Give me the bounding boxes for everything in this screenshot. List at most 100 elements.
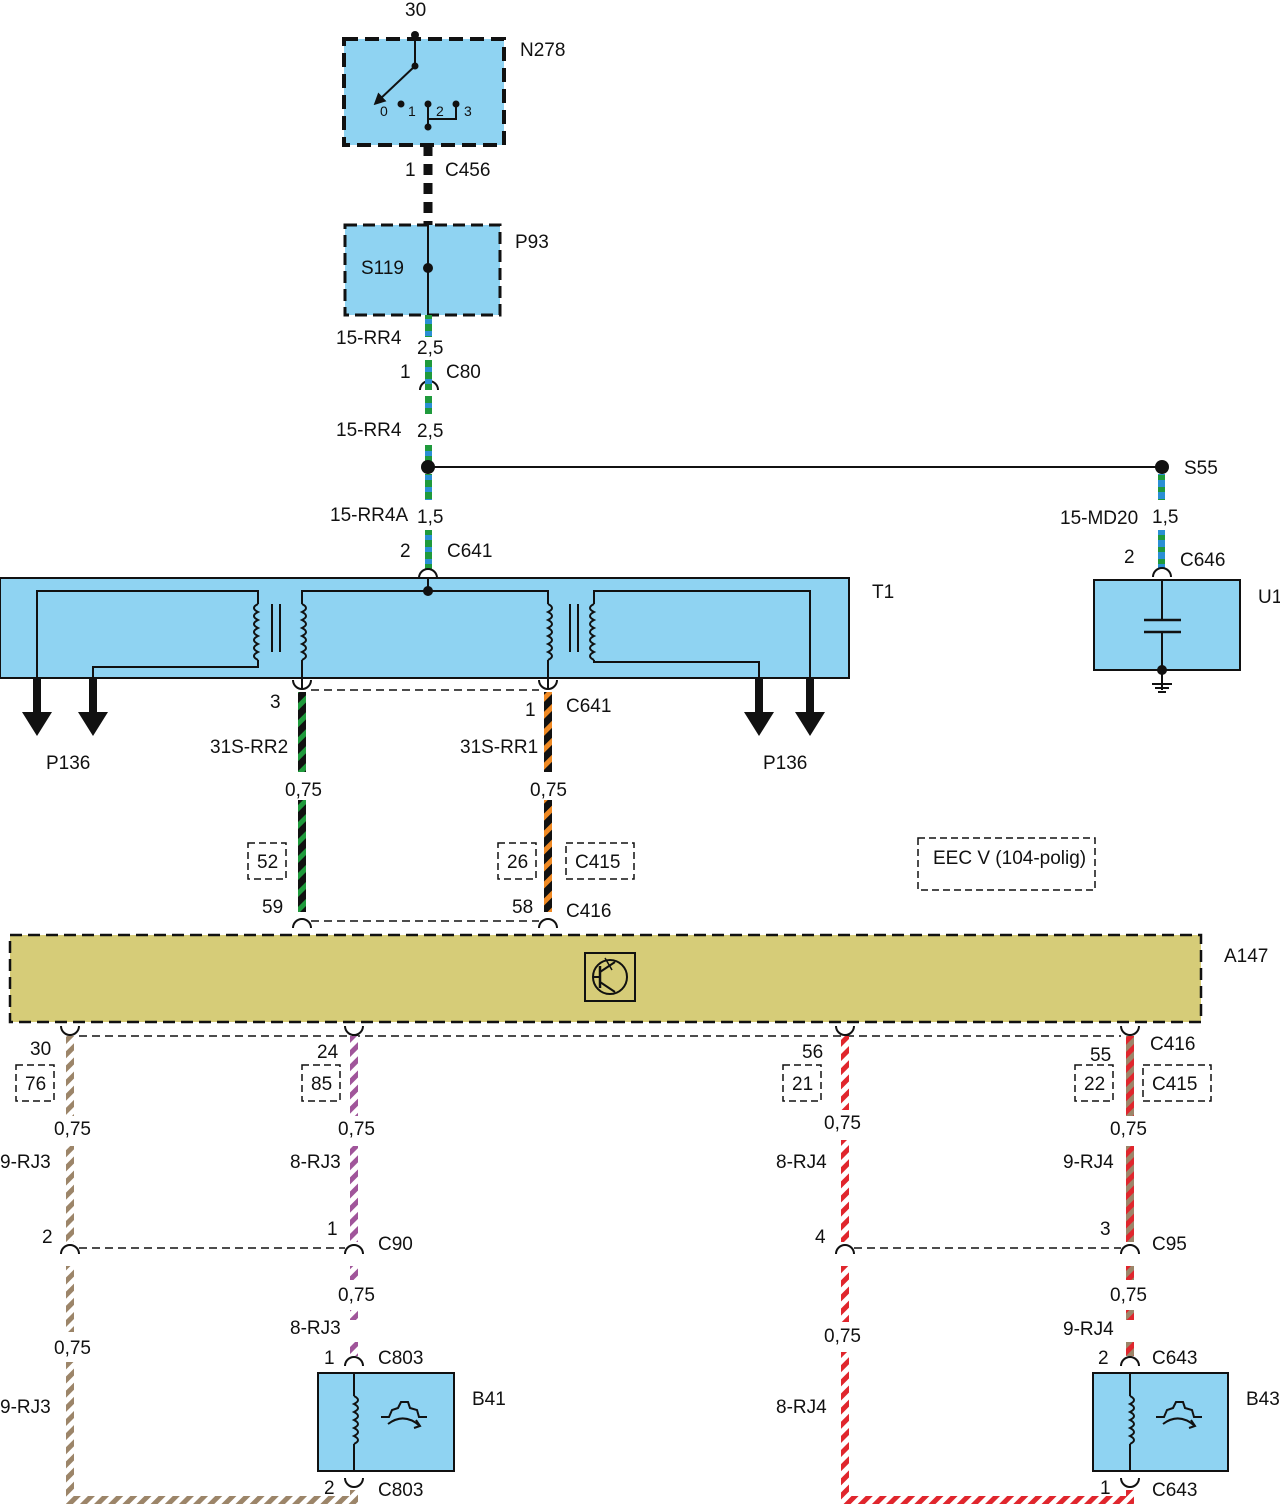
c416-pin56: 56 bbox=[802, 1042, 823, 1063]
wire-9-rj3-c bbox=[66, 1266, 74, 1332]
p93-inner-label: S119 bbox=[361, 258, 404, 279]
switch-pos-0: 0 bbox=[380, 103, 388, 119]
wire-31s-rr1-label: 31S-RR1 bbox=[460, 737, 538, 758]
c416-pin24: 24 bbox=[317, 1042, 339, 1063]
component-u1: U1 bbox=[1093, 579, 1280, 693]
component-b41: B41 bbox=[317, 1356, 506, 1488]
wire-15-rr4-label-b: 15-RR4 bbox=[336, 420, 402, 441]
c641-top-label: C641 bbox=[447, 541, 492, 562]
c90-pin1: 1 bbox=[327, 1219, 338, 1240]
c90-pin1-connector bbox=[344, 1244, 364, 1255]
ref-52-text: 52 bbox=[257, 852, 278, 873]
ref-c415-bottom-text: C415 bbox=[1152, 1074, 1197, 1095]
wire-15-md20-label: 15-MD20 bbox=[1060, 508, 1138, 529]
ref-21-text: 21 bbox=[792, 1074, 813, 1095]
ref-box-26: 26 bbox=[497, 842, 537, 880]
c416-pin59-connector bbox=[292, 918, 312, 929]
wire-9-rj3-f bbox=[350, 1490, 358, 1504]
transistor-icon bbox=[584, 952, 636, 1002]
ref-76-text: 76 bbox=[25, 1074, 46, 1095]
wire-9-rj3-size-b: 0,75 bbox=[54, 1338, 91, 1359]
wire-15-rr4a-size: 1,5 bbox=[417, 507, 443, 528]
c803-pin1: 1 bbox=[324, 1348, 335, 1369]
component-p93: S119 P93 bbox=[343, 223, 549, 317]
ref-box-85: 85 bbox=[301, 1064, 341, 1102]
c95-pin4-connector bbox=[835, 1244, 855, 1255]
c803-pin1-connector bbox=[344, 1356, 364, 1367]
c95-pin3-connector bbox=[1120, 1244, 1140, 1255]
wire-15-rr4a bbox=[425, 474, 432, 500]
a147-label: A147 bbox=[1224, 946, 1268, 967]
ref-box-c415-bottom: C415 bbox=[1142, 1064, 1212, 1102]
wire-9-rj3-e bbox=[66, 1496, 358, 1504]
c416-pin55-connector bbox=[1120, 1025, 1140, 1036]
wire-8-rj3-size-a: 0,75 bbox=[338, 1119, 375, 1140]
c95-pin3: 3 bbox=[1100, 1219, 1111, 1240]
c416-pin30: 30 bbox=[30, 1039, 51, 1060]
ref-22-text: 22 bbox=[1084, 1074, 1105, 1095]
wire-9-rj4-d bbox=[1126, 1310, 1134, 1320]
wire-15-md20-b bbox=[1158, 530, 1165, 568]
wire-9-rj3-b bbox=[66, 1146, 74, 1242]
n278-label: N278 bbox=[520, 40, 565, 61]
c803-pin2-connector bbox=[344, 1477, 364, 1488]
wire-31s-rr2-a bbox=[298, 692, 306, 772]
c95-pin4: 4 bbox=[815, 1227, 826, 1248]
n278-pin-label: 30 bbox=[405, 0, 426, 21]
wire-8-rj3-e bbox=[350, 1342, 358, 1356]
c416-pin58: 58 bbox=[512, 897, 533, 918]
wire-9-rj4-e bbox=[1126, 1342, 1134, 1356]
c643-bottom-label: C643 bbox=[1152, 1480, 1197, 1501]
wire-9-rj3-d bbox=[66, 1362, 74, 1496]
switch-pos-2: 2 bbox=[436, 103, 444, 119]
c641-pin3-connector bbox=[292, 679, 312, 690]
c803-top-label: C803 bbox=[378, 1348, 423, 1369]
wire-8-rj3-label-a: 8-RJ3 bbox=[290, 1152, 341, 1173]
wire-15-rr4-size-b: 2,5 bbox=[417, 421, 443, 442]
ref-box-76: 76 bbox=[15, 1064, 55, 1102]
c641-pin1-label: 1 bbox=[525, 700, 536, 721]
wire-8-rj3-c bbox=[350, 1266, 358, 1280]
wire-8-rj4-e bbox=[841, 1496, 1133, 1504]
wire-31s-rr2-size: 0,75 bbox=[285, 780, 322, 801]
c643-pin2-connector bbox=[1120, 1356, 1140, 1367]
wire-9-rj3-label-a: 9-RJ3 bbox=[0, 1152, 51, 1173]
switch-contact-1 bbox=[397, 100, 405, 108]
wire-8-rj4-f bbox=[1126, 1490, 1134, 1504]
ground-p136-right: P136 bbox=[763, 753, 807, 774]
wire-15-rr4a-label: 15-RR4A bbox=[330, 505, 408, 526]
wire-9-rj4-b bbox=[1126, 1146, 1134, 1242]
crank-sensor-icon bbox=[381, 1401, 427, 1429]
wire-8-rj3-d bbox=[350, 1310, 358, 1320]
wire-31s-rr2-b bbox=[298, 800, 306, 912]
crank-sensor-icon bbox=[1156, 1401, 1202, 1429]
wire-8-rj3-label-b: 8-RJ3 bbox=[290, 1318, 341, 1339]
wire-15-md20-size: 1,5 bbox=[1152, 507, 1178, 528]
eec-note-text: EEC V (104-polig) bbox=[933, 848, 1086, 869]
c803-bottom-label: C803 bbox=[378, 1480, 423, 1501]
wire-15-rr4-size-a: 2,5 bbox=[417, 338, 443, 359]
wire-31s-rr1-size: 0,75 bbox=[530, 780, 567, 801]
ref-box-21: 21 bbox=[782, 1064, 822, 1102]
c456-label: C456 bbox=[445, 160, 490, 181]
wire-31s-rr2-label: 31S-RR2 bbox=[210, 737, 288, 758]
c416-top-label: C416 bbox=[566, 901, 611, 922]
c643-pin1: 1 bbox=[1100, 1478, 1111, 1499]
wire-9-rj3-label-b: 9-RJ3 bbox=[0, 1397, 51, 1418]
wire-15-rr4-b bbox=[425, 360, 432, 390]
component-b43: B43 bbox=[1092, 1356, 1280, 1488]
wire-31s-rr1-a bbox=[544, 692, 552, 772]
c80-label: C80 bbox=[446, 362, 481, 383]
wire-8-rj3-a bbox=[350, 1036, 358, 1116]
ref-box-52: 52 bbox=[247, 842, 287, 880]
c456-pin: 1 bbox=[405, 160, 416, 181]
u1-label: U1 bbox=[1258, 587, 1280, 608]
c646-pin: 2 bbox=[1124, 547, 1135, 568]
c90-pin2: 2 bbox=[42, 1227, 53, 1248]
wire-8-rj4-a bbox=[841, 1036, 849, 1110]
switch-pos-3: 3 bbox=[464, 103, 472, 119]
b43-label: B43 bbox=[1246, 1389, 1280, 1410]
wire-8-rj4-size-b: 0,75 bbox=[824, 1326, 861, 1347]
c416-pin56-connector bbox=[835, 1025, 855, 1036]
